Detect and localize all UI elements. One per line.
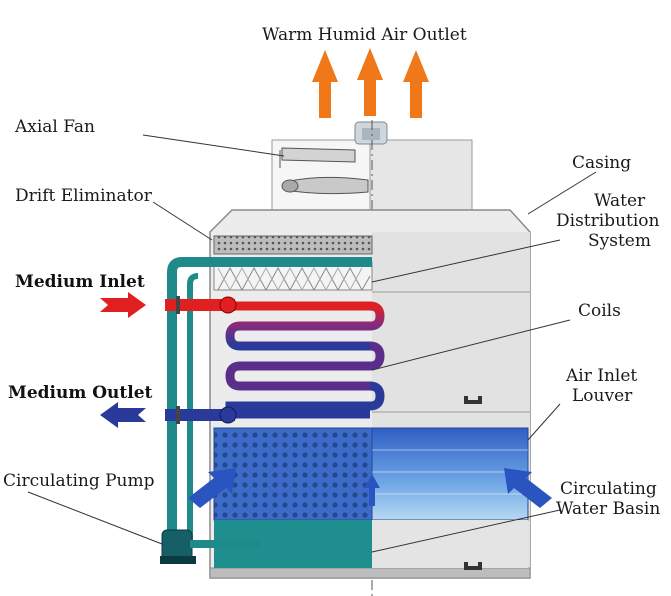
axial-fan [279, 147, 369, 195]
valve-icon [464, 396, 482, 404]
label-circulating-pump: Circulating Pump [3, 471, 155, 491]
label-circulating-water-basin-line-1: Circulating [560, 479, 657, 499]
label-casing: Casing [572, 153, 631, 173]
air-inlet-arrow-right [504, 468, 552, 508]
label-drift-eliminator: Drift Eliminator [15, 186, 153, 206]
label-medium-inlet: Medium Inlet [15, 272, 145, 292]
leader-lines [27, 134, 597, 553]
warm-air-arrows [312, 48, 429, 118]
air-inlet-arrow-center [364, 474, 380, 506]
label-medium-outlet: Medium Outlet [8, 383, 153, 403]
circulating-pump [160, 529, 260, 564]
drain-icon [464, 562, 482, 570]
label-water-distribution-line-2: Distribution [556, 211, 660, 231]
warm-air-arrow-1 [312, 50, 338, 118]
coils [225, 301, 385, 419]
label-air-inlet-louver-line-1: Air Inlet [565, 366, 637, 386]
medium-outlet-arrow [100, 402, 146, 428]
air-inlet-arrows [188, 468, 552, 508]
label-coils: Coils [578, 301, 621, 321]
circulating-water-basin [214, 520, 528, 568]
medium-inlet-arrow [100, 292, 146, 318]
label-water-distribution-line-3: System [588, 231, 651, 251]
medium-outlet-pipe [100, 402, 237, 428]
label-warm-humid-air-outlet: Warm Humid Air Outlet [262, 25, 467, 45]
label-axial-fan: Axial Fan [14, 117, 95, 137]
label-air-inlet-louver-line-2: Louver [572, 386, 633, 406]
label-circulating-water-basin-line-2: Water Basin [556, 499, 660, 519]
label-water-distribution-line-1: Water [594, 191, 646, 211]
warm-air-arrow-2 [357, 48, 383, 116]
air-inlet-arrow-left [188, 468, 236, 508]
air-inlet-louver [213, 427, 529, 521]
medium-inlet-pipe [100, 292, 237, 318]
drift-eliminator [213, 235, 373, 255]
circulating-water-pipe [167, 257, 372, 548]
warm-air-arrow-3 [403, 50, 429, 118]
